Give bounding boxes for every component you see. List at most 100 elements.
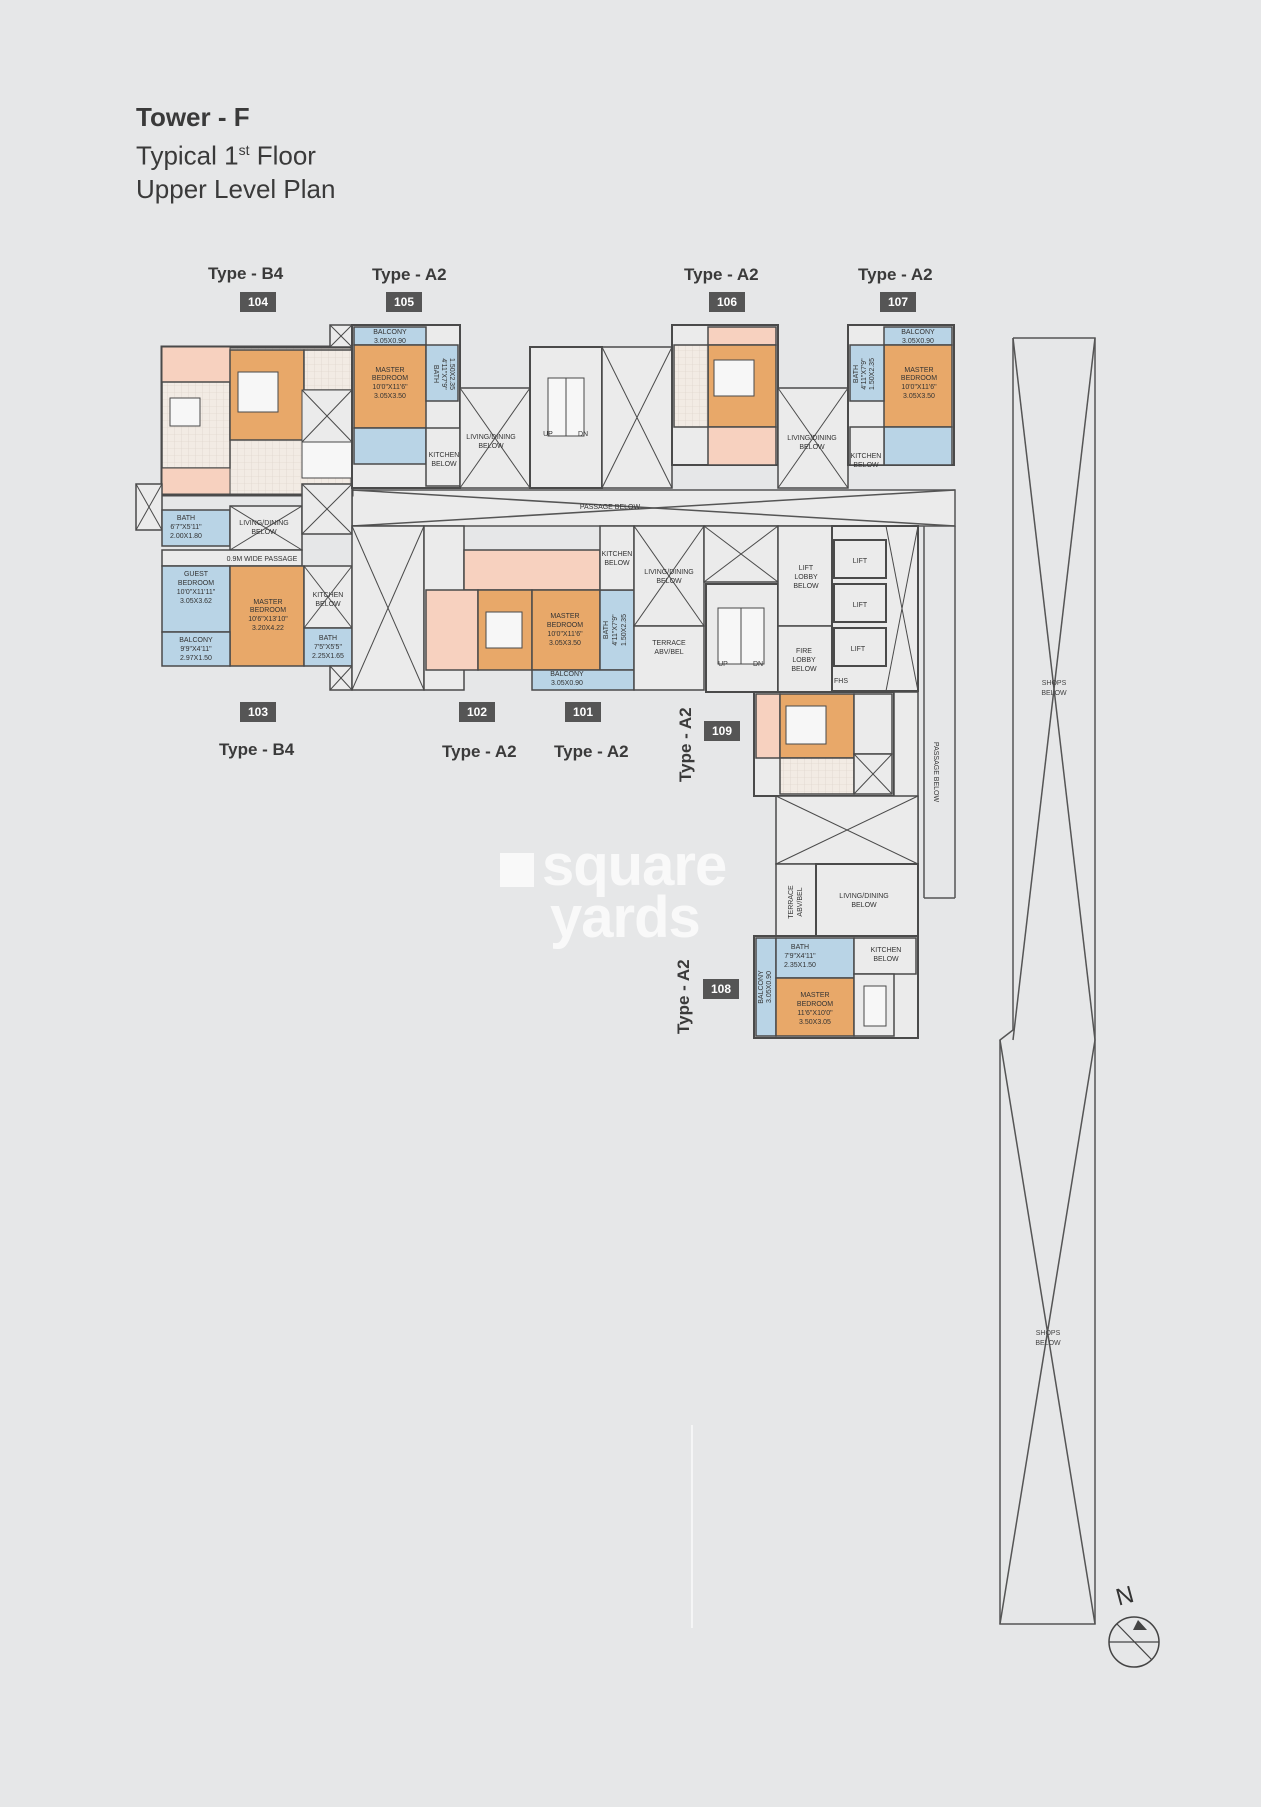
label-balcony-107: BALCONY	[901, 329, 935, 336]
level-name: Upper Level Plan	[136, 173, 336, 204]
unit-number-102: 102	[459, 702, 495, 722]
label-kitchen-103: KITCHEN	[313, 592, 344, 599]
unit-type-105: Type - A2	[372, 265, 447, 284]
label-fire-lobby: FIRE	[796, 648, 812, 655]
label-wide-passage: 0.9M WIDE PASSAGE	[227, 556, 298, 563]
label-kitchen-101b: BELOW	[604, 560, 630, 567]
unit-108-block	[753, 795, 919, 1039]
label-fire-lobby-c: BELOW	[791, 666, 817, 673]
label-balcony-101b: 3.05X0.90	[551, 680, 583, 687]
label-balcony-103b: 9'9"X4'11"	[180, 646, 212, 653]
label-master-105: MASTER	[375, 367, 404, 374]
label-fhs: FHS	[834, 678, 848, 685]
label-bath-108c: 2.35X1.50	[784, 962, 816, 969]
unit-number-105: 105	[386, 292, 422, 312]
label-master-103d: 3.20X4.22	[252, 625, 284, 632]
unit-number-109: 109	[704, 721, 740, 741]
unit-number-108: 108	[703, 979, 739, 999]
label-stair2-dn: DN	[753, 661, 763, 668]
label-living-108: LIVING/DINING	[839, 893, 888, 900]
label-balcony-108: BALCONY	[758, 970, 765, 1004]
label-kitchen-101: KITCHEN	[602, 551, 633, 558]
label-bath-108b: 7'9"X4'11"	[784, 953, 816, 960]
unit-number-104: 104	[240, 292, 276, 312]
label-balcony-103: BALCONY	[179, 637, 213, 644]
watermark-logo-icon	[500, 852, 534, 887]
label-bath-105: BATH	[432, 365, 439, 383]
label-bath-103: BATH	[319, 635, 337, 642]
label-master-105c: 10'0"X11'6"	[372, 384, 408, 391]
label-lift-3: LIFT	[851, 646, 866, 653]
label-bath-103b: 7'5"X5'5"	[314, 644, 342, 651]
watermark-line-1: square	[500, 837, 727, 895]
label-kitchen-105: KITCHEN	[429, 452, 460, 459]
room-labels: BALCONY 3.05X0.90 MASTER BEDROOM 10'0"X1…	[170, 329, 937, 1026]
shops-label-2b: BELOW	[1035, 1340, 1061, 1347]
shops-label-1: SHOPS	[1042, 680, 1067, 687]
unit-number-103: 103	[240, 702, 276, 722]
label-living-101: LIVING/DINING	[644, 569, 693, 576]
label-master-103c: 10'6"X13'10"	[248, 616, 288, 623]
unit-type-104: Type - B4	[208, 264, 284, 283]
label-bath-105b: 4'11"X7'9"	[440, 358, 447, 390]
label-bath-107c: 1.50X2.35	[869, 358, 876, 390]
label-bath-107: BATH	[853, 365, 860, 383]
shops-label-1b: BELOW	[1041, 690, 1067, 697]
label-master-105d: 3.05X3.50	[374, 393, 406, 400]
label-bath-103c: 2.25X1.65	[312, 653, 344, 660]
unit-number-107: 107	[880, 292, 916, 312]
label-master-101c: 10'0"X11'6"	[547, 631, 583, 638]
label-master-101: MASTER	[550, 613, 579, 620]
shops-outline	[999, 337, 1096, 1625]
label-passage: PASSAGE BELOW	[580, 504, 641, 511]
floor-name: Typical 1st Floor	[136, 140, 316, 171]
label-master-107d: 3.05X3.50	[903, 393, 935, 400]
unit-type-103: Type - B4	[219, 740, 295, 759]
label-bath-104b: 6'7"X5'11"	[170, 524, 202, 531]
label-bath-101b: 4'11"X7'9"	[612, 614, 619, 646]
shops-label-2: SHOPS	[1036, 1330, 1061, 1337]
label-kitchen-103b: BELOW	[315, 601, 341, 608]
label-terrace-108b: ABV/BEL	[797, 887, 804, 916]
rotated-labels: BATH 4'11"X7'9" 1.50X2.35 BATH 4'11"X7'9…	[432, 358, 939, 1004]
unit-103-block	[135, 483, 353, 691]
unit-105-block	[351, 324, 531, 489]
label-master-103: MASTER	[253, 599, 282, 606]
label-kitchen-108: KITCHEN	[871, 947, 902, 954]
label-kitchen-107: KITCHEN	[851, 453, 882, 460]
label-bath-104: BATH	[177, 515, 195, 522]
unit-type-107: Type - A2	[858, 265, 933, 284]
label-master-107b: BEDROOM	[901, 375, 937, 382]
label-stair1-up: UP	[543, 431, 553, 438]
unit-type-101: Type - A2	[554, 742, 629, 761]
label-lift-lobby: LIFT	[799, 565, 814, 572]
label-master-108: MASTER	[800, 992, 829, 999]
label-master-101b: BEDROOM	[547, 622, 583, 629]
label-lift-lobby-c: BELOW	[793, 583, 819, 590]
label-balcony-105-size: 3.05X0.90	[374, 338, 406, 345]
label-master-107: MASTER	[904, 367, 933, 374]
label-balcony-103c: 2.97X1.50	[180, 655, 212, 662]
label-bath-101: BATH	[603, 621, 610, 639]
lift-core	[703, 525, 919, 693]
label-living-108b: BELOW	[851, 902, 877, 909]
unit-107-block	[847, 324, 955, 466]
label-balcony-108b: 3.05X0.90	[766, 971, 773, 1003]
watermark-line-2: yards	[550, 885, 701, 950]
watermark: square yards	[500, 837, 727, 950]
label-lift-lobby-b: LOBBY	[794, 574, 818, 581]
label-living-106b: BELOW	[799, 444, 825, 451]
label-living-106: LIVING/DINING	[787, 435, 836, 442]
north-compass: N	[1108, 1581, 1160, 1668]
label-master-105b: BEDROOM	[372, 375, 408, 382]
label-living-104: LIVING/DINING	[239, 520, 288, 527]
passage-slab	[351, 489, 956, 899]
label-master-108d: 3.50X3.05	[799, 1019, 831, 1026]
label-balcony-107-size: 3.05X0.90	[902, 338, 934, 345]
label-fire-lobby-b: LOBBY	[792, 657, 816, 664]
label-guest-103c: 10'0"X11'11"	[177, 589, 216, 596]
label-passage-vertical: PASSAGE BELOW	[932, 742, 939, 803]
label-master-103b: BEDROOM	[250, 607, 286, 614]
label-master-101d: 3.05X3.50	[549, 640, 581, 647]
